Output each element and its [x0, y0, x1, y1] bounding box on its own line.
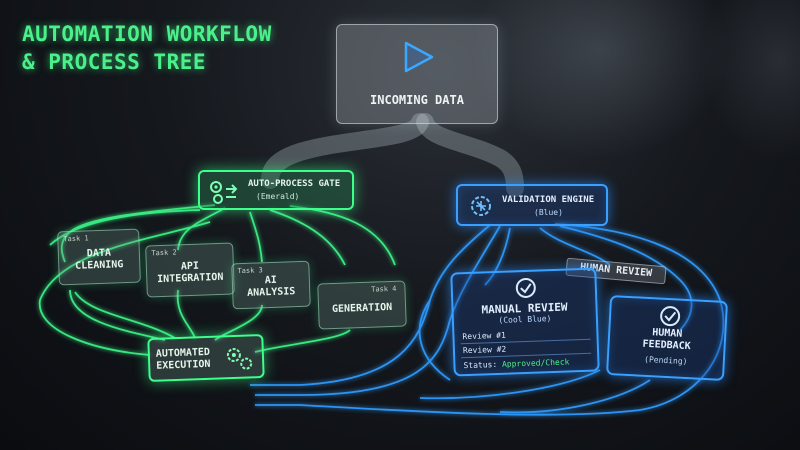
auto-process-gate-label: AUTO-PROCESS GATE — [248, 179, 341, 189]
title-line-2: & PROCESS TREE — [22, 50, 207, 74]
auto-process-gate-sub: (Emerald) — [256, 192, 300, 201]
validation-engine-node[interactable]: VALIDATION ENGINE (Blue) — [456, 184, 608, 226]
task-name: GENERATION — [331, 301, 393, 316]
status-line: Status: Approved/Check — [463, 357, 569, 370]
automated-execution-node[interactable]: AUTOMATED EXECUTION — [147, 333, 265, 383]
task-node-ai-analysis[interactable]: Task 3 AI ANALYSIS — [231, 260, 311, 310]
review-item: Review #1 — [462, 330, 506, 342]
human-feedback-sub: (Pending) — [643, 354, 688, 367]
task-name: AI ANALYSIS — [246, 274, 296, 299]
task-node-generation[interactable]: Task 4 GENERATION — [317, 280, 407, 330]
blue-paths — [250, 223, 725, 416]
check-circle-icon — [515, 277, 536, 298]
task-node-api-integration[interactable]: Task 2 API INTEGRATION — [145, 242, 235, 298]
status-value: Approved/Check — [501, 357, 570, 369]
validation-engine-label: VALIDATION ENGINE — [502, 195, 595, 205]
incoming-data-label: INCOMING DATA — [370, 93, 464, 107]
human-feedback-node[interactable]: HUMAN FEEDBACK (Pending) — [605, 294, 729, 382]
task-tag: Task 4 — [371, 284, 397, 294]
check-circle-icon — [660, 306, 681, 327]
circuit-gear-icon — [471, 196, 491, 216]
task-name: API INTEGRATION — [156, 260, 224, 286]
status-label: Status: — [463, 359, 498, 371]
incoming-data-node[interactable]: INCOMING DATA — [336, 24, 498, 124]
diagram-title: AUTOMATION WORKFLOW & PROCESS TREE — [22, 20, 272, 76]
task-name: DATA CLEANING — [75, 247, 124, 272]
play-icon — [404, 41, 434, 73]
gears-icon — [226, 348, 253, 370]
title-line-1: AUTOMATION WORKFLOW — [22, 22, 272, 46]
task-tag: Task 2 — [151, 248, 177, 258]
manual-review-node[interactable]: MANUAL REVIEW (Cool Blue) Review #1 Revi… — [450, 267, 600, 377]
automated-execution-label: AUTOMATED EXECUTION — [155, 346, 211, 372]
auto-process-gate-node[interactable]: AUTO-PROCESS GATE (Emerald) — [198, 170, 354, 210]
validation-engine-sub: (Blue) — [534, 208, 563, 217]
human-feedback-label: HUMAN FEEDBACK — [642, 327, 691, 353]
incoming-pipe — [261, 113, 524, 197]
review-item: Review #2 — [462, 344, 507, 356]
task-tag: Task 3 — [237, 266, 263, 276]
task-tag: Task 1 — [63, 234, 89, 244]
green-paths — [38, 204, 396, 356]
task-node-data-cleaning[interactable]: Task 1 DATA CLEANING — [57, 228, 141, 286]
gears-icon — [210, 181, 238, 204]
